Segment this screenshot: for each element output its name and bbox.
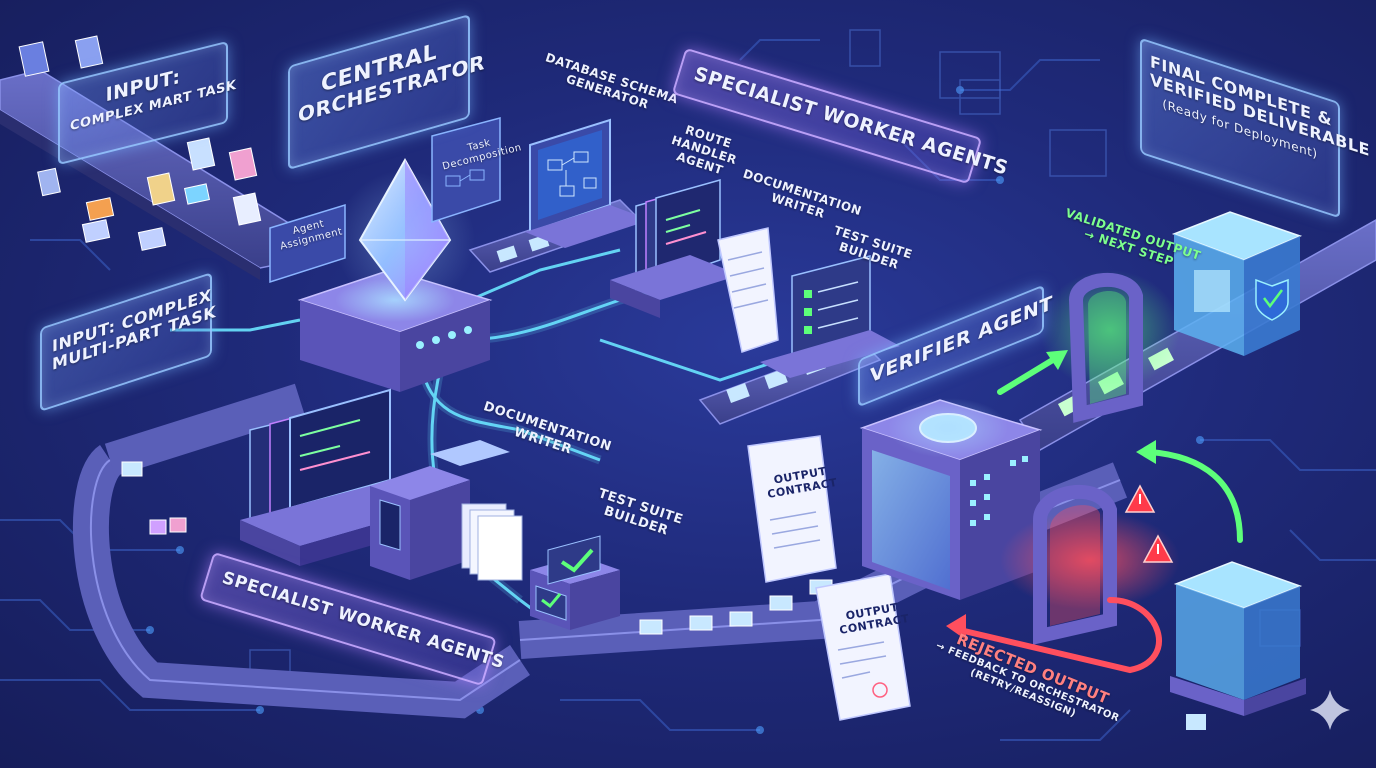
doc-stack-bottom [461,503,523,581]
rejected-arrowhead [946,614,966,640]
task-documents-top [18,35,262,251]
validated-gate [1040,270,1180,423]
validated-arrows [997,355,1243,543]
circuit-nodes [146,86,1204,734]
mid-machine [370,440,510,580]
shield-icon [1255,278,1289,321]
test-suite-screen-top [760,255,900,378]
agent-assignment-screen [269,203,346,284]
test-suite-machine-bottom [530,535,620,630]
output-contract-scroll-2 [815,573,911,721]
loop-conveyor-items [121,461,833,635]
warning-triangle-icon [1124,484,1174,563]
db-schema-monitor [525,118,650,248]
sparkle-icon [1310,690,1350,730]
rejection-gate [1000,484,1180,645]
scroll-icon [717,227,779,353]
task-decomposition-screen [431,117,501,224]
validated-arrowheads [1046,350,1156,464]
feedback-cube [1170,561,1306,730]
route-handler-screens [610,179,740,318]
rejected-arrow [957,597,1162,674]
output-contract-scroll-1 [747,435,837,583]
